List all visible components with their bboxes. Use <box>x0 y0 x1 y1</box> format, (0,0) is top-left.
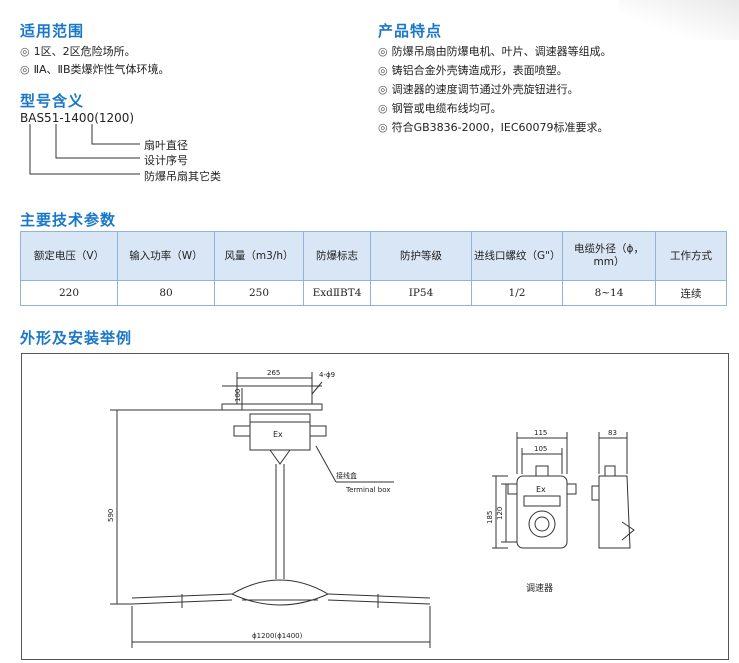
table-cell: ExdⅡBT4 <box>303 280 371 306</box>
table-cell: 8~14 <box>562 280 656 306</box>
bullet-icon: ◎ <box>378 121 388 134</box>
junction-label-cn: 接线盒 <box>336 471 357 480</box>
bullet-icon: ◎ <box>378 64 388 77</box>
col-header: 工作方式 <box>655 231 727 281</box>
dim-diameter: ϕ1200(ϕ1400) <box>252 632 303 640</box>
dim-590: 590 <box>107 509 115 522</box>
col-header: 电缆外径（ϕ，mm） <box>562 231 656 281</box>
scope-item: ◎1区、2区危险场所。 <box>20 45 136 58</box>
feature-item: ◎防爆吊扇由防爆电机、叶片、调速器等组成。 <box>378 45 612 58</box>
dim-115: 115 <box>534 429 547 437</box>
model-title: 型号含义 <box>20 92 85 110</box>
dim-100: 100 <box>234 389 242 402</box>
col-header: 额定电压（V） <box>20 231 118 281</box>
bullet-icon: ◎ <box>20 45 30 58</box>
col-header: 进线口螺纹（G"） <box>471 231 563 281</box>
model-breakdown-diagram <box>29 124 140 175</box>
table-cell: 250 <box>214 280 304 306</box>
bullet-icon: ◎ <box>378 83 388 96</box>
dim-265: 265 <box>267 369 280 377</box>
table-cell: IP54 <box>370 280 472 306</box>
corner-shade <box>619 0 739 40</box>
table-cell: 1/2 <box>471 280 563 306</box>
bullet-icon: ◎ <box>378 102 388 115</box>
ex-mark-fan: Ex <box>273 430 283 439</box>
dim-105: 105 <box>534 445 547 453</box>
feature-item: ◎钢管或电缆布线均可。 <box>378 102 502 115</box>
scope-item: ◎ⅡA、ⅡB类爆炸性气体环境。 <box>20 63 170 76</box>
feature-item: ◎调速器的速度调节通过外壳旋钮进行。 <box>378 83 579 96</box>
controller-label: 调速器 <box>526 583 553 594</box>
col-header: 输入功率（W） <box>117 231 215 281</box>
model-code: BAS51-1400(1200) <box>20 111 135 125</box>
table-header-row: 额定电压（V） 输入功率（W） 风量（m3/h） 防爆标志 防护等级 进线口螺纹… <box>20 231 727 281</box>
dim-185: 185 <box>486 511 494 524</box>
install-title: 外形及安装举例 <box>20 329 133 347</box>
install-drawing-frame: 265 4-ϕ9 100 590 ϕ1200(ϕ1400) 115 105 18… <box>21 353 729 660</box>
model-label-diameter: 扇叶直径 <box>144 139 188 152</box>
scope-title: 适用范围 <box>20 22 85 40</box>
feature-item: ◎符合GB3836-2000，IEC60079标准要求。 <box>378 121 609 134</box>
dim-holes: 4-ϕ9 <box>319 371 335 379</box>
col-header: 防护等级 <box>370 231 472 281</box>
table-cell: 80 <box>117 280 215 306</box>
model-label-type: 防爆吊扇其它类 <box>144 170 221 183</box>
col-header: 风量（m3/h） <box>214 231 304 281</box>
specs-title: 主要技术参数 <box>20 211 117 229</box>
junction-label-en: Terminal box <box>345 486 390 494</box>
dim-83: 83 <box>608 429 617 437</box>
table-cell: 220 <box>20 280 118 306</box>
table-cell: 连续 <box>655 280 727 306</box>
spec-table: 额定电压（V） 输入功率（W） 风量（m3/h） 防爆标志 防护等级 进线口螺纹… <box>20 231 727 306</box>
col-header: 防爆标志 <box>303 231 371 281</box>
features-title: 产品特点 <box>378 22 443 40</box>
table-row: 220 80 250 ExdⅡBT4 IP54 1/2 8~14 连续 <box>20 280 727 306</box>
install-drawing: 265 4-ϕ9 100 590 ϕ1200(ϕ1400) 115 105 18… <box>107 369 635 648</box>
feature-item: ◎铸铝合金外壳铸造成形，表面喷塑。 <box>378 64 568 77</box>
ex-mark-controller: Ex <box>536 485 546 494</box>
bullet-icon: ◎ <box>378 45 388 58</box>
dim-120: 120 <box>496 507 504 520</box>
model-label-design: 设计序号 <box>144 154 188 167</box>
bullet-icon: ◎ <box>20 63 30 76</box>
